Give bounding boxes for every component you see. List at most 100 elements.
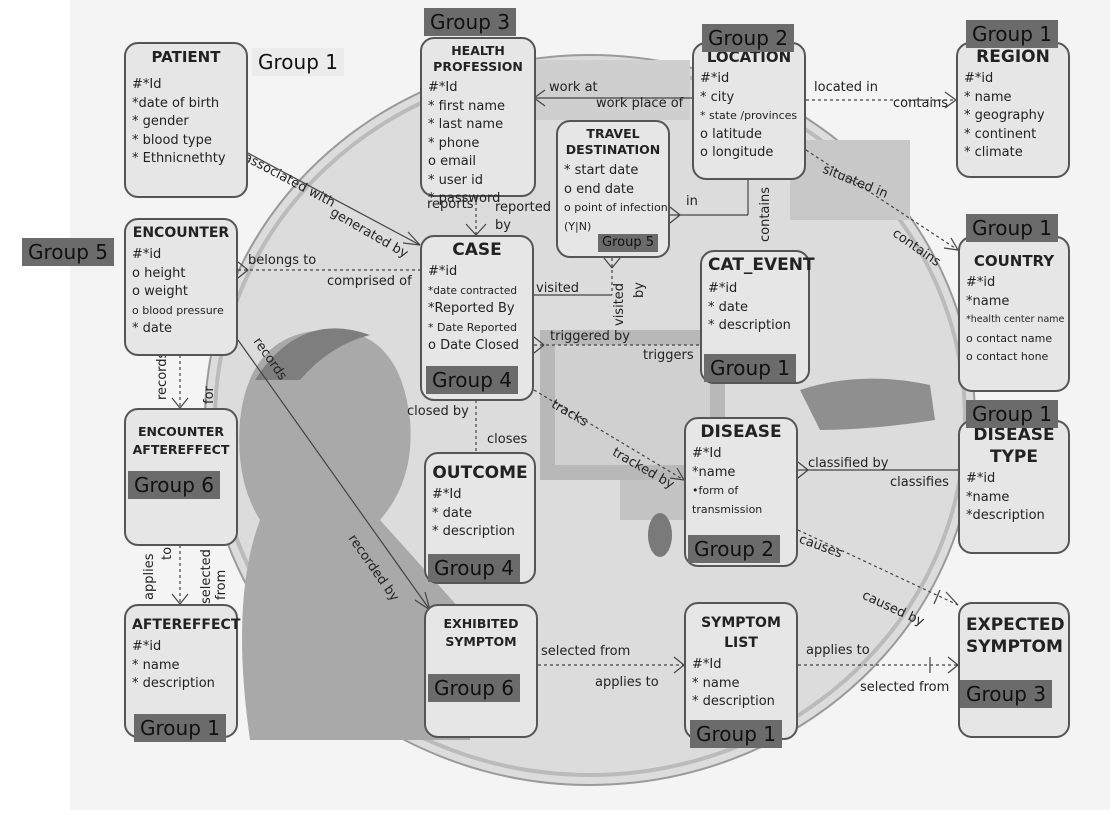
group-tag: Group 3 [424, 8, 516, 36]
attr: * gender [132, 114, 189, 129]
rel-belongs-to: belongs to [248, 253, 317, 268]
attr: * climate [964, 145, 1023, 160]
attr: *description [966, 508, 1045, 523]
rel-in: in [686, 194, 698, 209]
rel-selected-from: selected from [541, 644, 631, 659]
group-tag: Group 1 [134, 714, 226, 742]
group-tag: Group 3 [960, 680, 1052, 708]
entity-title: OUTCOME [432, 463, 528, 483]
attr: * user id [428, 172, 483, 188]
rel-from-vertical: from [214, 569, 229, 600]
attr: #*id [964, 71, 994, 86]
entity-title: TRAVEL [586, 126, 640, 141]
entity-location[interactable]: LOCATION #*id * city * state /provinces … [692, 42, 806, 180]
entity-title: HEALTH [451, 43, 505, 58]
attr: * first name [428, 98, 506, 114]
entity-disease-type[interactable]: DISEASE TYPE #*id *name *description [958, 420, 1070, 554]
rel-for-vertical: for [202, 386, 217, 404]
relationship-lines [171, 89, 959, 674]
group-tag: Group 4 [426, 366, 518, 394]
entity-title: CAT_EVENT [708, 255, 815, 275]
rel-triggers: triggers [643, 348, 694, 363]
attr: o longitude [700, 145, 774, 160]
attr: o end date [564, 181, 635, 197]
rel-selected-vertical: selected [199, 549, 214, 604]
attr: * date [708, 299, 748, 315]
rel-visited-vertical: visited [612, 282, 627, 326]
rel-applies-to-exhibited: applies to [595, 675, 659, 690]
group-tag: Group 1 [252, 48, 344, 76]
rel-selected-from-expected: selected from [860, 680, 950, 695]
rel-located-in: located in [814, 80, 879, 95]
rel-applies-vertical: applies [142, 553, 157, 600]
rel-comprised-of: comprised of [327, 274, 412, 289]
attr: * description [132, 676, 215, 691]
group-tag: Group 1 [966, 20, 1058, 48]
attr: * name [692, 675, 740, 691]
attr: * date [432, 505, 472, 521]
attr: #*id [966, 275, 996, 290]
rel-work-at: work at [549, 80, 598, 95]
entity-encounter[interactable]: ENCOUNTER #*id o height o weight o blood… [124, 218, 238, 356]
attr: * password [428, 191, 501, 206]
entity-title: EXPECTED [966, 615, 1065, 635]
entity-title: CASE [452, 240, 502, 260]
entity-title-line2: SYMPTOM [445, 634, 517, 649]
rel-reports: reports [427, 197, 474, 212]
attr: *name [966, 489, 1010, 505]
rel-classifies: classifies [890, 475, 949, 490]
attr: #*Id [692, 446, 722, 461]
entity-country[interactable]: COUNTRY #*id *name *health center name o… [958, 236, 1070, 392]
group-tag: Group 4 [428, 554, 520, 582]
attr: * description [692, 694, 775, 709]
entity-exhibited-symptom[interactable]: EXHIBITED SYMPTOM [424, 604, 538, 738]
entity-title: DISEASE [700, 422, 782, 442]
attr: * date [132, 321, 172, 336]
entity-region[interactable]: REGION #*id * name * geography * contine… [956, 42, 1070, 178]
entity-title: LOCATION [706, 48, 792, 66]
entity-patient[interactable]: PATIENT #*Id *date of birth * gender * b… [124, 42, 248, 198]
rel-reported-by: by [495, 218, 511, 233]
entity-title: AFTEREFFECT [132, 617, 241, 633]
entity-case[interactable]: CASE #*id *date contracted *Reported By … [420, 235, 534, 401]
entity-title: REGION [976, 47, 1050, 67]
entity-symptom-list[interactable]: SYMPTOM LIST #*Id * name * description [684, 602, 798, 740]
group-tag: Group 2 [702, 24, 794, 52]
entity-title: ENCOUNTER [132, 225, 230, 241]
rel-triggered-by: triggered by [550, 329, 630, 344]
attr: transmission [692, 502, 763, 516]
group-tag: Group 6 [128, 471, 220, 499]
entity-health-profession[interactable]: HEALTH PROFESSION #*Id * first name * la… [420, 37, 536, 206]
rel-by-vertical: by [632, 282, 647, 298]
attr: o email [428, 154, 476, 169]
attr: o height [132, 265, 186, 281]
group-tag: Group 5 [22, 238, 114, 266]
rel-classified-by: classified by [808, 456, 889, 471]
entity-expected-symptom[interactable]: EXPECTED SYMPTOM [958, 602, 1070, 738]
attr: * blood type [132, 132, 212, 148]
group-tag: Group 1 [690, 720, 782, 748]
rel-contains-region: contains [893, 96, 949, 111]
rel-records-vertical: records [155, 351, 170, 400]
entity-title-line2: LIST [724, 635, 758, 651]
attr: *health center name [966, 314, 1065, 325]
attr: #*Id [132, 77, 162, 92]
attr: * geography [964, 108, 1045, 123]
rel-closes: closes [487, 432, 528, 447]
attr: #*id [132, 247, 162, 262]
attr: * Ethnicnethty [132, 151, 226, 166]
attr: * description [708, 318, 791, 333]
attr: *date contracted [428, 284, 517, 297]
attr: *name [692, 464, 736, 480]
attr: o weight [132, 284, 188, 299]
attr: #*id [700, 71, 730, 86]
attr: #*id [966, 471, 996, 486]
attr: •form of [692, 484, 739, 497]
group-tag: Group 6 [428, 674, 520, 702]
rel-to-vertical: to [160, 546, 175, 560]
attr: (Y|N) [564, 219, 592, 233]
entity-title: SYMPTOM [701, 615, 781, 631]
attr: #*Id [692, 657, 722, 672]
entity-title-line2: TYPE [990, 447, 1038, 467]
group-tag: Group 2 [688, 535, 780, 563]
